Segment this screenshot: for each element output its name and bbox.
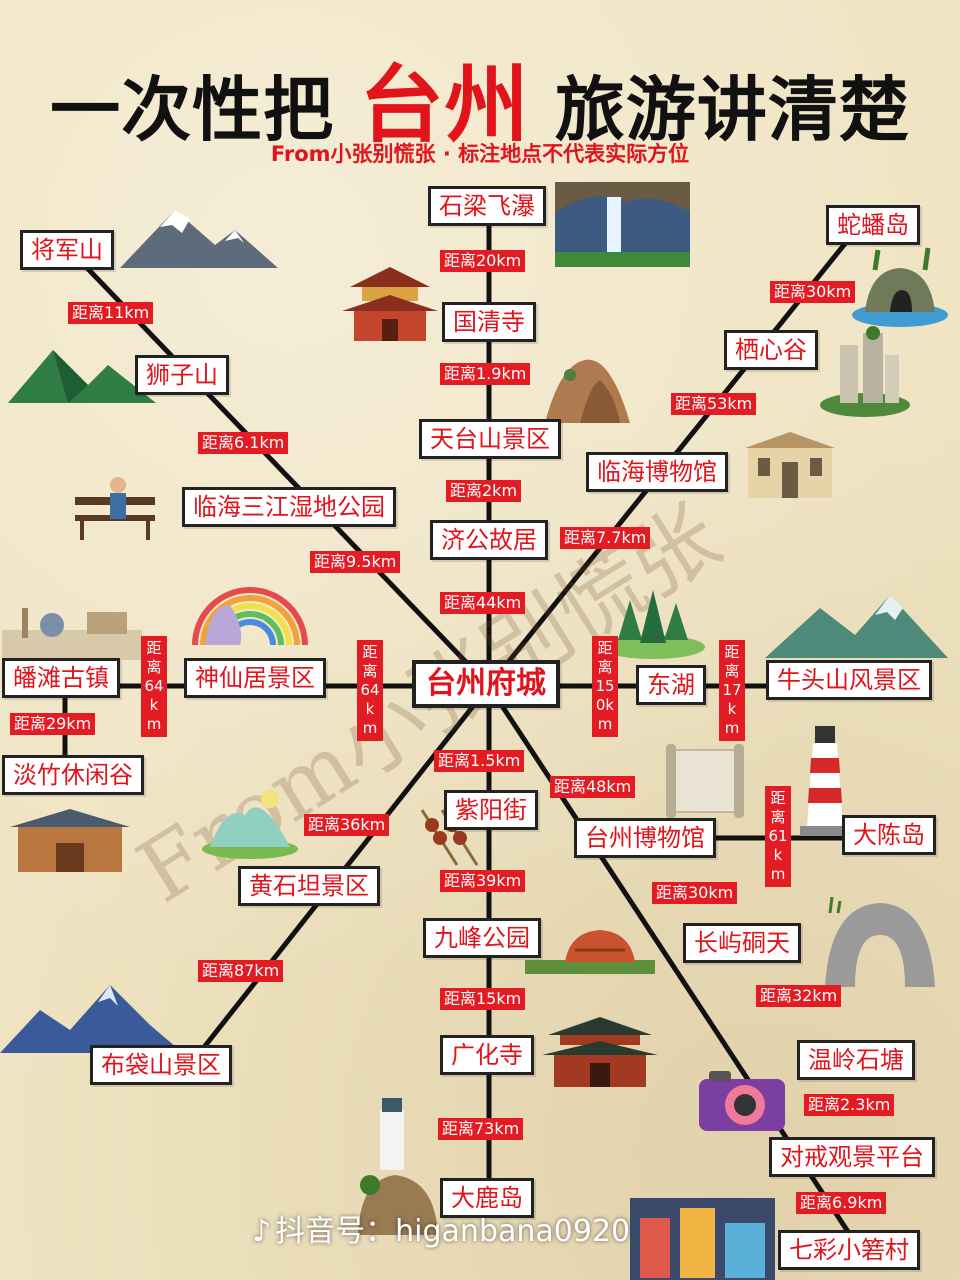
snow-mountain-icon [120, 210, 278, 268]
distance-label: 距离7.7km [560, 527, 651, 549]
distance-label: 距离2km [446, 480, 522, 502]
station-sanjiang-wetland[interactable]: 临海三江湿地公园 [182, 487, 396, 527]
blue-mountain-icon [0, 985, 183, 1053]
station-taizhou-museum[interactable]: 台州博物馆 [574, 818, 716, 858]
station-niutou-mountain[interactable]: 牛头山风景区 [766, 660, 932, 700]
station-huangshitan[interactable]: 黄石坦景区 [238, 866, 380, 906]
station-changyu-cave[interactable]: 长屿硐天 [683, 923, 801, 963]
station-jigong-residence[interactable]: 济公故居 [430, 520, 548, 560]
green-hills-icon [202, 790, 298, 859]
traditional-house-icon [10, 809, 130, 872]
rock-mountain-icon [545, 359, 630, 423]
camera-icon [699, 1071, 785, 1131]
stone-pillars-icon [820, 326, 910, 417]
distance-label: 距离6.9km [796, 1192, 887, 1214]
station-guanghua-temple[interactable]: 广化寺 [440, 1035, 534, 1075]
distance-label: 距离1.9km [440, 363, 531, 385]
station-jiufeng-park[interactable]: 九峰公园 [423, 918, 541, 958]
station-jiangjun-mountain[interactable]: 将军山 [20, 230, 114, 270]
distance-label: 距离44km [440, 592, 526, 614]
distance-label: 距离53km [671, 393, 757, 415]
station-fantan-town[interactable]: 皤滩古镇 [2, 658, 120, 698]
station-ziyang-street[interactable]: 紫阳街 [444, 790, 538, 830]
park-bench-person-icon [75, 477, 155, 540]
lake-forest-icon [601, 590, 705, 659]
station-budai-mountain[interactable]: 布袋山景区 [90, 1045, 232, 1085]
distance-label: 距离29km [10, 713, 96, 735]
distance-label: 距离1.5km [434, 750, 525, 772]
station-shedan-island[interactable]: 蛇蟠岛 [826, 205, 920, 245]
douyin-source: ♪抖音号：higanbana0920 [252, 1206, 630, 1250]
station-duijie-viewpoint[interactable]: 对戒观景平台 [769, 1137, 935, 1177]
station-qixin-valley[interactable]: 栖心谷 [724, 330, 818, 370]
page-subtitle: From小张别慌张 · 标注地点不代表实际方位 [270, 142, 690, 166]
distance-label: 距离48km [550, 776, 636, 798]
distance-label-vertical: 距离64km [357, 640, 383, 741]
station-qicai-village[interactable]: 七彩小箬村 [778, 1230, 920, 1270]
distance-label: 距离11km [68, 302, 154, 324]
colorful-village-icon [630, 1198, 775, 1280]
distance-label: 距离73km [438, 1118, 524, 1140]
page-title: 一次性把 台州 旅游讲清楚 [0, 38, 960, 159]
ancient-town-icon [2, 608, 142, 660]
station-tiantai-mountain[interactable]: 天台山景区 [419, 419, 561, 459]
station-guoqing-temple[interactable]: 国清寺 [442, 302, 536, 342]
distance-label: 距离36km [304, 814, 390, 836]
station-wenling-shitang[interactable]: 温岭石塘 [797, 1040, 915, 1080]
distance-label: 距离2.3km [804, 1094, 895, 1116]
waterfall-icon [555, 182, 690, 267]
station-donghu[interactable]: 东湖 [636, 665, 706, 705]
distance-label: 距离30km [652, 882, 738, 904]
distance-label: 距离39km [440, 870, 526, 892]
red-rock-park-icon [525, 930, 655, 974]
station-dachen-island[interactable]: 大陈岛 [842, 815, 936, 855]
station-dalu-island[interactable]: 大鹿岛 [440, 1178, 534, 1218]
distance-label-vertical: 距离64km [141, 636, 167, 737]
station-linhai-museum[interactable]: 临海博物馆 [586, 452, 728, 492]
green-mountain-icon [8, 350, 156, 403]
station-shiliang-waterfall[interactable]: 石梁飞瀑 [428, 186, 546, 226]
title-highlight: 台州 [359, 56, 530, 154]
temple-icon [342, 267, 438, 341]
map-scroll-icon [666, 744, 744, 818]
station-shizi-mountain[interactable]: 狮子山 [135, 355, 229, 395]
distance-label-vertical: 距离61km [765, 786, 791, 887]
distance-label: 距离6.1km [198, 432, 289, 454]
distance-label: 距离87km [198, 960, 284, 982]
island-cave-icon [852, 247, 948, 327]
distance-label-vertical: 距离17km [719, 640, 745, 741]
douyin-icon: ♪ [252, 1214, 272, 1249]
island-lighthouse-icon [358, 1098, 438, 1235]
distance-label: 距离32km [756, 985, 842, 1007]
guanghua-temple-icon [542, 1017, 658, 1087]
distance-label: 距离9.5km [310, 551, 401, 573]
niutou-mountain-icon [765, 595, 948, 658]
distance-label-vertical: 距离150km [592, 636, 618, 737]
museum-building-icon [745, 432, 835, 498]
station-taizhou-fucheng[interactable]: 台州府城 [412, 660, 560, 708]
distance-label: 距离20km [440, 250, 526, 272]
rainbow-icon [192, 587, 308, 646]
station-danzhu-valley[interactable]: 淡竹休闲谷 [2, 755, 144, 795]
title-suffix: 旅游讲清楚 [554, 69, 910, 151]
title-prefix: 一次性把 [50, 69, 335, 151]
distance-label: 距离15km [440, 988, 526, 1010]
lighthouse-icon [800, 726, 850, 836]
station-shenxianju[interactable]: 神仙居景区 [184, 658, 326, 698]
distance-label: 距离30km [770, 281, 856, 303]
stone-cave-icon [825, 896, 935, 987]
douyin-account: 抖音号：higanbana0920 [275, 1214, 631, 1249]
